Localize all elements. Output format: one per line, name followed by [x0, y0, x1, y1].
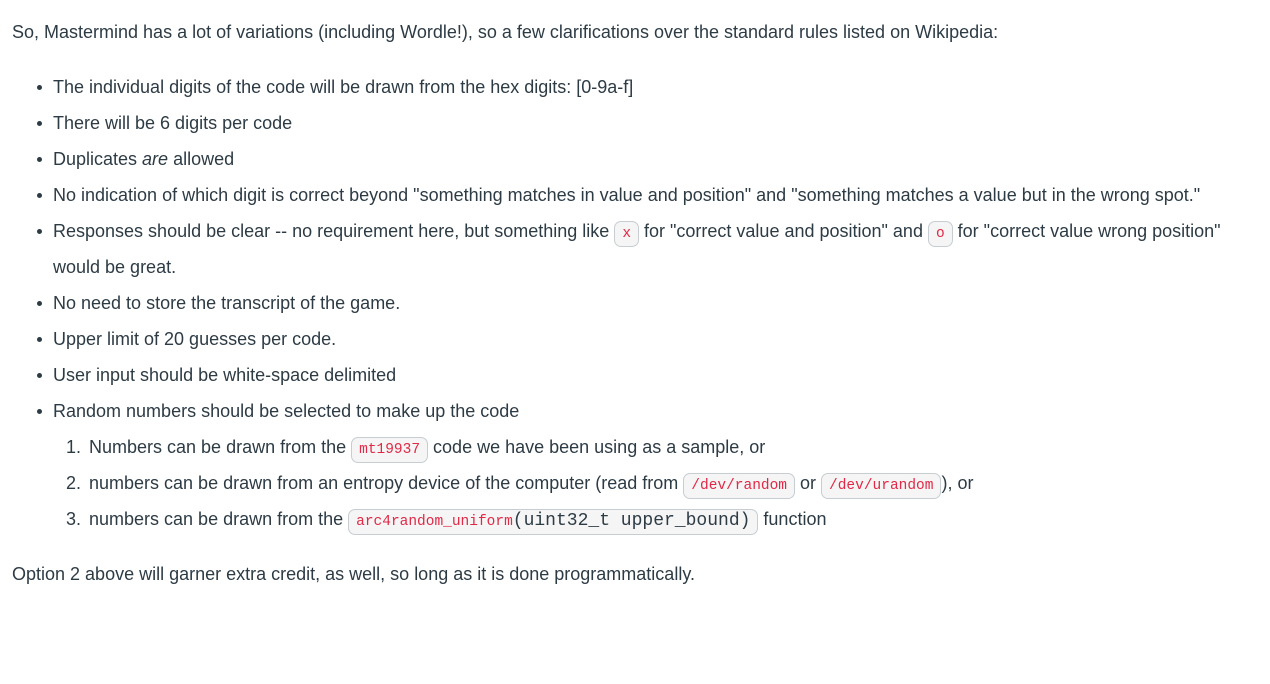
- list-item: There will be 6 digits per code: [37, 105, 1248, 141]
- numbered-option: numbers can be drawn from the arc4random…: [86, 501, 1248, 537]
- list-item-text: The individual digits of the code will b…: [53, 77, 634, 97]
- assignment-clarifications-document: So, Mastermind has a lot of variations (…: [0, 0, 1262, 592]
- numbered-option-text: numbers can be drawn from an entropy dev…: [89, 473, 973, 499]
- numbered-option-text: numbers can be drawn from the arc4random…: [89, 509, 826, 535]
- numbered-option: Numbers can be drawn from the mt19937 co…: [86, 429, 1248, 465]
- inline-code-chip: arc4random_uniform(uint32_t upper_bound): [348, 509, 759, 535]
- list-item-text: No indication of which digit is correct …: [53, 185, 1201, 205]
- list-item-text: Responses should be clear -- no requirem…: [53, 221, 1221, 277]
- outro-paragraph: Option 2 above will garner extra credit,…: [12, 564, 695, 584]
- numbered-option: numbers can be drawn from an entropy dev…: [86, 465, 1248, 501]
- inline-code-chip: mt19937: [351, 437, 429, 463]
- inline-code-chip: o: [927, 221, 953, 247]
- list-item: Random numbers should be selected to mak…: [37, 393, 1248, 537]
- list-item: Duplicates are allowed: [37, 141, 1248, 177]
- rules-list: The individual digits of the code will b…: [12, 69, 1248, 537]
- random-options-list: Numbers can be drawn from the mt19937 co…: [53, 429, 1248, 537]
- list-item: No indication of which digit is correct …: [37, 177, 1248, 213]
- list-item-text: No need to store the transcript of the g…: [53, 293, 401, 313]
- intro-paragraph: So, Mastermind has a lot of variations (…: [12, 22, 999, 42]
- list-item: The individual digits of the code will b…: [37, 69, 1248, 105]
- list-item-text: Random numbers should be selected to mak…: [53, 401, 520, 421]
- inline-code-chip: /dev/random: [683, 473, 796, 499]
- list-item: User input should be white-space delimit…: [37, 357, 1248, 393]
- list-item-text: There will be 6 digits per code: [53, 113, 293, 133]
- list-item-text: Upper limit of 20 guesses per code.: [53, 329, 337, 349]
- inline-code-chip: x: [614, 221, 640, 247]
- list-item: Upper limit of 20 guesses per code.: [37, 321, 1248, 357]
- list-item: No need to store the transcript of the g…: [37, 285, 1248, 321]
- list-item-text: Duplicates are allowed: [53, 149, 235, 169]
- inline-code-chip: /dev/urandom: [821, 473, 942, 499]
- list-item-text: User input should be white-space delimit…: [53, 365, 397, 385]
- numbered-option-text: Numbers can be drawn from the mt19937 co…: [89, 437, 765, 463]
- list-item: Responses should be clear -- no requirem…: [37, 213, 1248, 285]
- emphasized-text: are: [142, 149, 169, 169]
